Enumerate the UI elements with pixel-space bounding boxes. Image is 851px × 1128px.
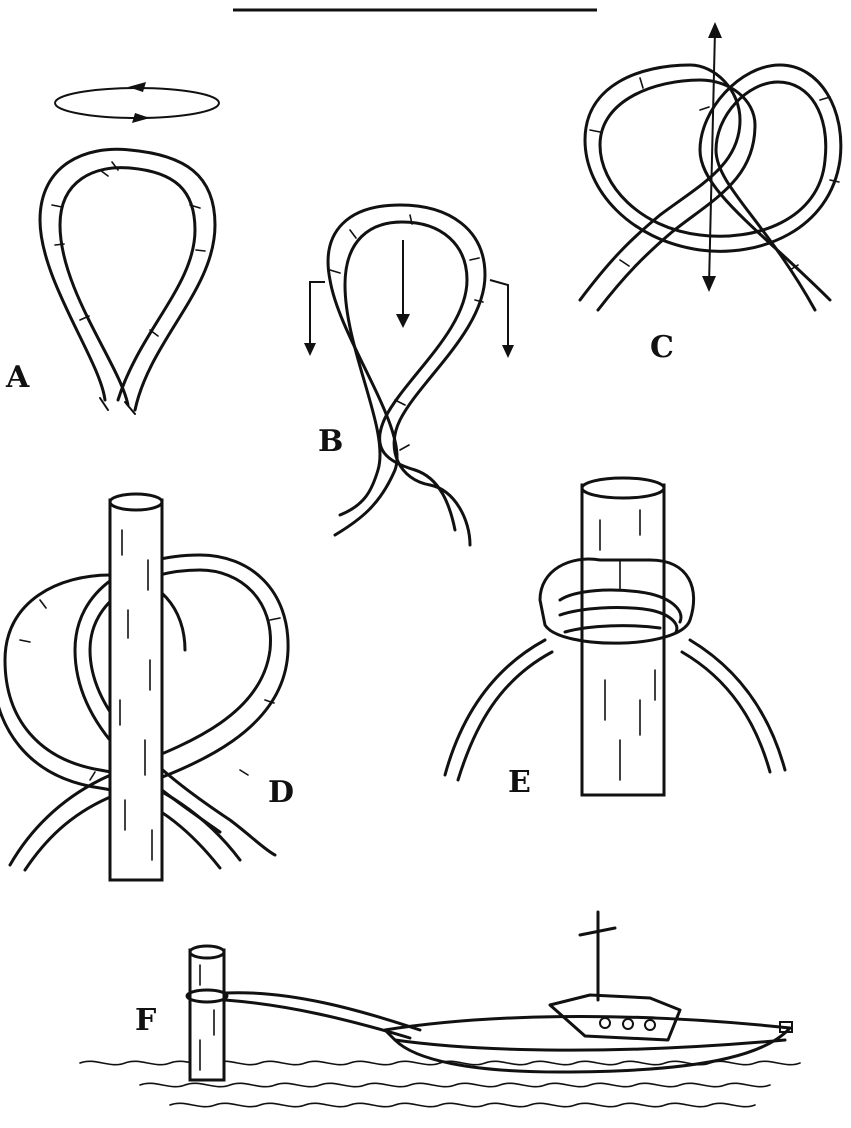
panel-d-post-in-loops xyxy=(0,494,288,880)
label-c: C xyxy=(650,330,674,365)
post-f xyxy=(190,950,224,1080)
panel-a-loop xyxy=(40,82,219,414)
panel-b-twist xyxy=(304,205,514,545)
post-d xyxy=(110,500,162,880)
panel-c-crossed-loops xyxy=(580,22,841,310)
panel-f-boat-moored xyxy=(80,912,800,1107)
label-f: F xyxy=(135,1003,156,1038)
label-a: A xyxy=(6,360,29,395)
label-b: B xyxy=(318,424,343,459)
label-d: D xyxy=(268,775,294,810)
panel-e-clove-hitch xyxy=(445,478,785,795)
label-e: E xyxy=(508,765,531,800)
